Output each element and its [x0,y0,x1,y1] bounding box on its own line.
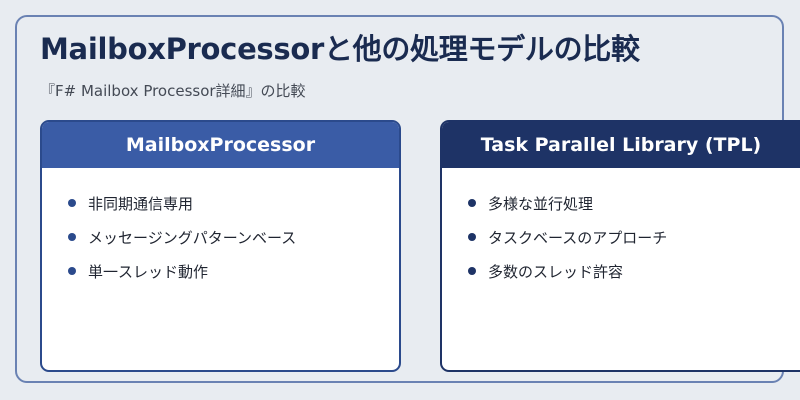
list-item-label: 非同期通信専用 [88,194,194,213]
list-item: タスクベースのアプローチ [468,220,800,254]
bullet-icon [68,199,76,207]
list-item-label: 単一スレッド動作 [88,262,209,281]
page-subtitle: 『F# Mailbox Processor詳細』の比較 [40,82,306,100]
feature-list: 非同期通信専用 メッセージングパターンベース 単一スレッド動作 [42,168,399,288]
list-item: 多様な並行処理 [468,186,800,220]
card-header: Task Parallel Library (TPL) [442,122,800,168]
bullet-icon [468,199,476,207]
list-item-label: タスクベースのアプローチ [488,228,668,247]
list-item-label: 多様な並行処理 [488,194,594,213]
list-item-label: メッセージングパターンベース [88,228,297,247]
list-item: メッセージングパターンベース [68,220,399,254]
bullet-icon [468,267,476,275]
list-item: 非同期通信専用 [68,186,399,220]
card-header: MailboxProcessor [42,122,399,168]
list-item: 単一スレッド動作 [68,254,399,288]
feature-list: 多様な並行処理 タスクベースのアプローチ 多数のスレッド許容 [442,168,800,288]
bullet-icon [468,233,476,241]
card-mailboxprocessor: MailboxProcessor 非同期通信専用 メッセージングパターンベース … [40,120,401,372]
page-title: MailboxProcessorと他の処理モデルの比較 [40,32,640,66]
bullet-icon [68,233,76,241]
list-item: 多数のスレッド許容 [468,254,800,288]
bullet-icon [68,267,76,275]
list-item-label: 多数のスレッド許容 [488,262,624,281]
card-tpl: Task Parallel Library (TPL) 多様な並行処理 タスクベ… [440,120,800,372]
